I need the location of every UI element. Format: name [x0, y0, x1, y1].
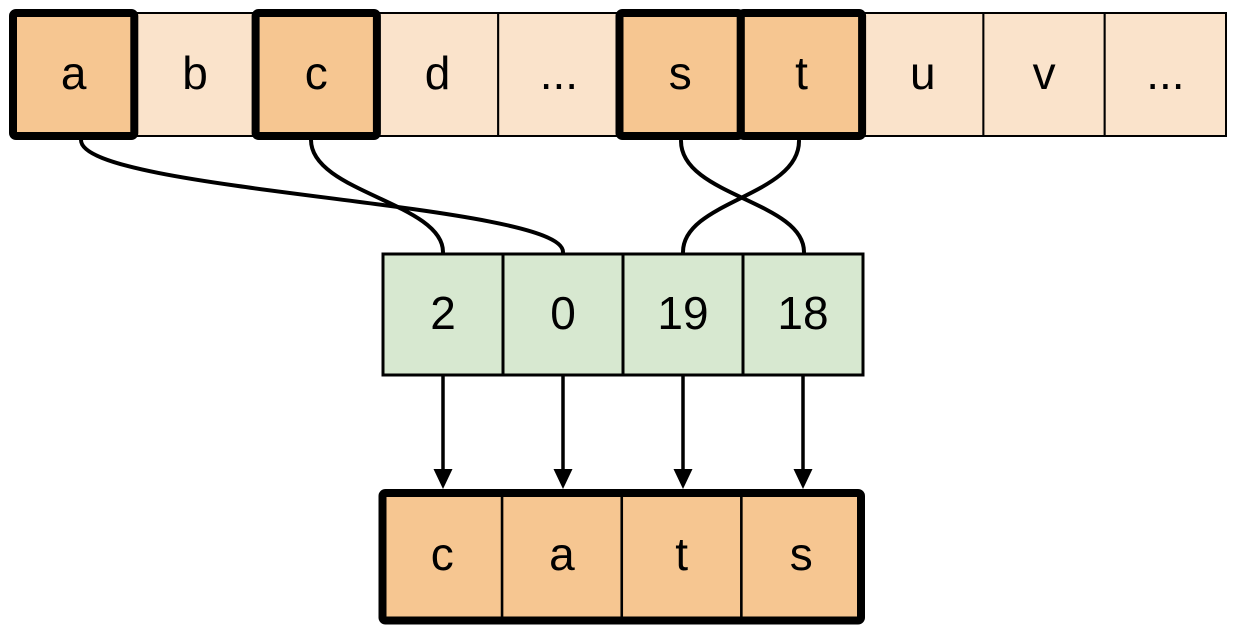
mapping-curves — [79, 138, 806, 254]
output-array: c a t s — [378, 489, 865, 625]
down-arrow-head-icon — [433, 469, 453, 489]
alphabet-cell-b — [133, 12, 257, 137]
output-array-outline — [378, 489, 865, 625]
alphabet-array: a b c d ... s t u v ... — [9, 9, 1227, 140]
alphabet-letter: a — [61, 47, 87, 99]
output-letter: a — [549, 528, 575, 580]
alphabet-cell-v — [982, 12, 1106, 137]
index-array: 2 0 19 18 — [381, 252, 865, 377]
output-letter: t — [675, 528, 688, 580]
alphabet-letter: s — [669, 47, 692, 99]
alphabet-cell-ellipsis-1 — [497, 12, 621, 137]
alphabet-letter: c — [305, 47, 328, 99]
index-to-output-arrows — [433, 376, 813, 489]
index-cell-2 — [381, 252, 505, 377]
index-value: 2 — [430, 287, 456, 339]
index-value: 0 — [550, 287, 576, 339]
alphabet-cell-a-highlighted — [9, 9, 139, 140]
alphabet-cell-t-highlighted — [736, 9, 867, 140]
output-letter: c — [431, 528, 454, 580]
curve-t-to-index-19 — [681, 139, 801, 254]
alphabet-letter: v — [1033, 47, 1056, 99]
curve-a-to-index-0 — [79, 138, 565, 254]
index-value: 19 — [657, 287, 708, 339]
alphabet-letter: ... — [1146, 47, 1184, 99]
alphabet-letter: u — [910, 47, 936, 99]
curve-c-to-index-2 — [309, 138, 445, 254]
alphabet-cell-d — [375, 12, 500, 137]
down-arrow-head-icon — [673, 469, 693, 489]
alphabet-cell-ellipsis-2 — [1103, 12, 1227, 137]
index-cell-18 — [741, 252, 865, 377]
down-arrow-head-icon — [553, 469, 573, 489]
index-value: 18 — [777, 287, 828, 339]
index-cell-19 — [621, 252, 745, 377]
alphabet-letter: b — [182, 47, 208, 99]
down-arrow-head-icon — [793, 469, 813, 489]
alphabet-letter: t — [795, 47, 808, 99]
alphabet-letter: ... — [540, 47, 578, 99]
alphabet-letter: d — [425, 47, 451, 99]
output-letter: s — [790, 528, 813, 580]
alphabet-cell-c-highlighted — [251, 9, 381, 140]
